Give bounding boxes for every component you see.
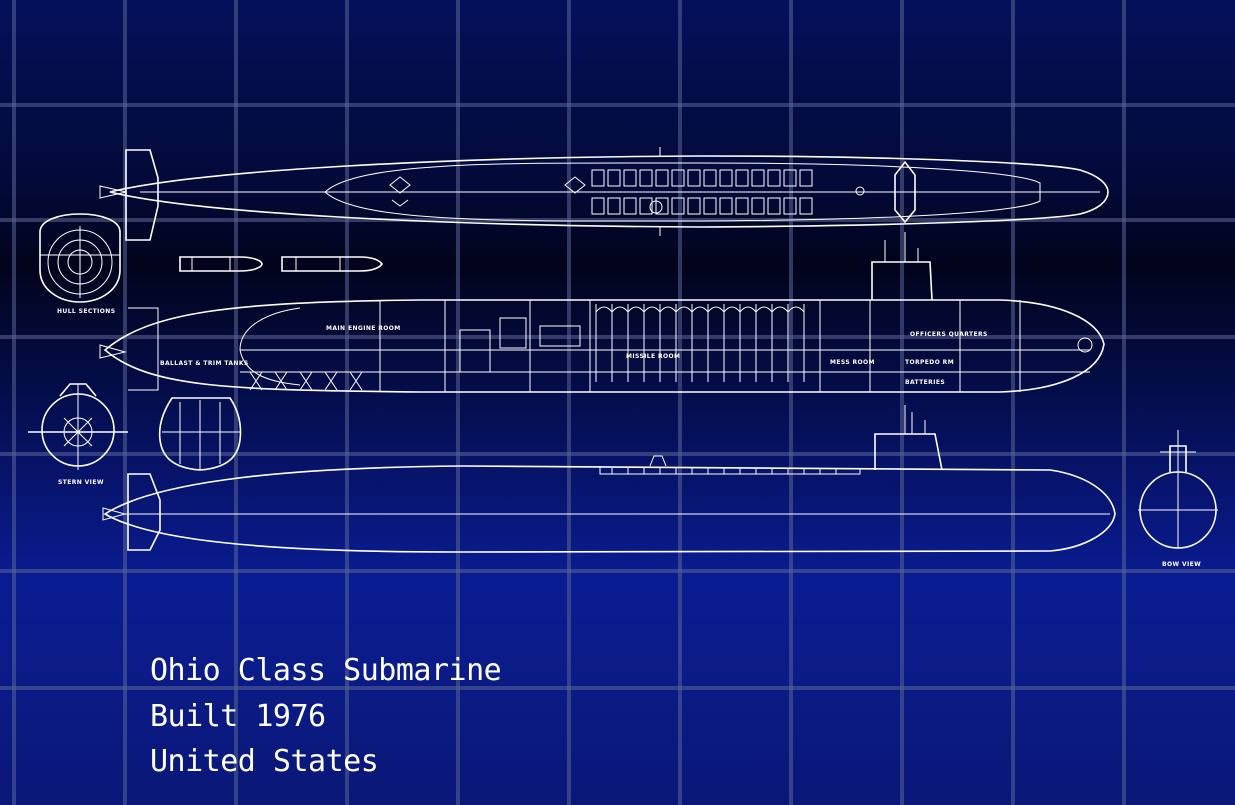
torpedo-drawings xyxy=(179,256,383,272)
missile-room-label: MISSILE ROOM xyxy=(626,353,680,360)
bow-view-drawing: BOW VIEW xyxy=(1138,430,1218,568)
mess-room-label: MESS ROOM xyxy=(830,359,875,366)
caption-built-year: Built 1976 xyxy=(150,699,326,734)
torpedo-room-label: TORPEDO RM xyxy=(905,359,954,366)
cross-section-drawing xyxy=(158,397,242,471)
hull-section-drawing: HULL SECTIONS xyxy=(39,213,121,315)
batteries-label: BATTERIES xyxy=(905,379,945,386)
ballast-trim-tanks-label: BALLAST & TRIM TANKS xyxy=(160,360,249,367)
submarine-cutaway-view: MAIN ENGINE ROOM MISSILE ROOM BALLAST & … xyxy=(99,232,1105,393)
caption-country: United States xyxy=(150,744,379,779)
officers-quarters-label: OFFICERS QUARTERS xyxy=(910,331,988,338)
main-engine-room-label: MAIN ENGINE ROOM xyxy=(326,325,401,332)
submarine-exterior-profile xyxy=(102,405,1116,553)
caption-title: Ohio Class Submarine xyxy=(150,653,502,688)
submarine-top-view xyxy=(99,147,1109,241)
stern-view-label: STERN VIEW xyxy=(58,479,104,486)
stern-view-drawing: STERN VIEW xyxy=(28,383,128,486)
hull-sections-label: HULL SECTIONS xyxy=(57,308,115,315)
bow-view-label: BOW VIEW xyxy=(1162,561,1201,568)
